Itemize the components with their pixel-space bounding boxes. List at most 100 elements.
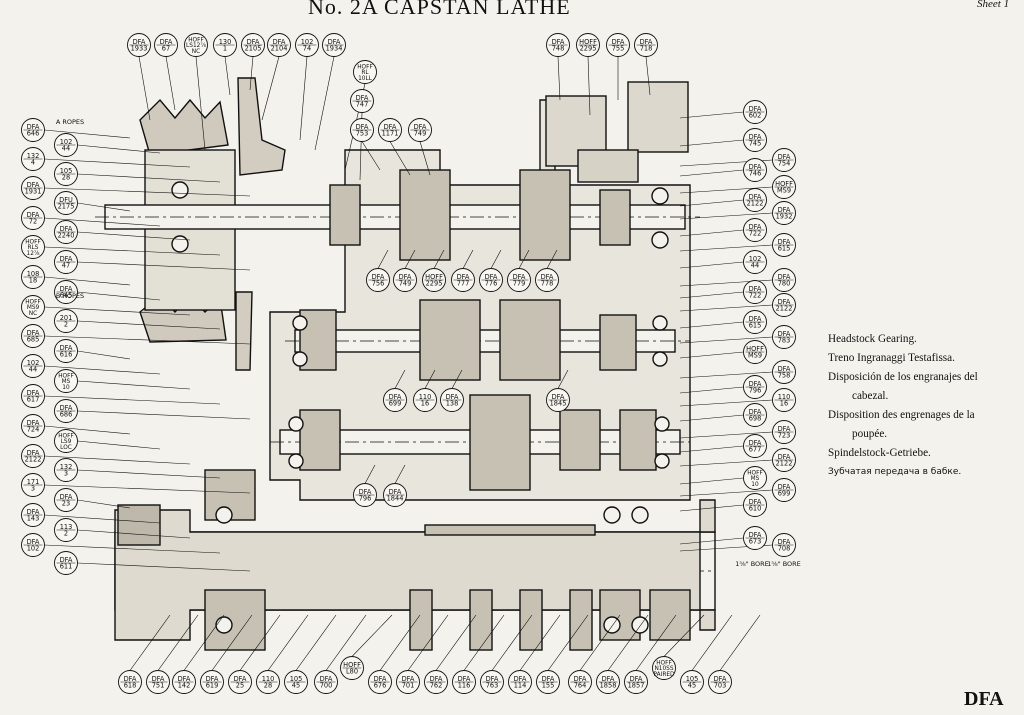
callout-text: 23	[62, 499, 70, 507]
callout-text: DFA	[485, 273, 498, 281]
leader-line	[44, 365, 161, 375]
callout-text: 617	[27, 395, 40, 403]
callout-text: 2122	[776, 304, 793, 312]
callout-text: 28	[264, 681, 272, 689]
callout-text: DFA	[124, 675, 137, 683]
callout-text: 700	[320, 681, 333, 689]
leader-line	[44, 276, 131, 286]
leader-line	[557, 369, 569, 389]
callout-text: RL	[361, 70, 369, 76]
callout-text: DFA	[542, 675, 555, 683]
callout-text: RLS	[28, 245, 39, 251]
leader-line	[77, 202, 131, 212]
leader-line	[379, 614, 421, 671]
leader-line	[261, 56, 280, 121]
callout-text: DFA	[60, 255, 73, 263]
leader-line	[679, 169, 744, 177]
leader-line	[679, 386, 744, 394]
leader-line	[679, 304, 773, 312]
callout-text: 2	[64, 529, 68, 537]
leader-line	[44, 246, 221, 256]
callout-text: 108	[27, 270, 40, 278]
leader-line	[679, 414, 744, 422]
callout-text: HOFF	[58, 374, 74, 380]
caption-french: Disposition des engrenages de la	[828, 409, 975, 421]
callout-text: 723	[778, 431, 791, 439]
callout-text: DFA	[328, 38, 341, 46]
callout-text: DFA	[749, 498, 762, 506]
leader-line	[463, 614, 505, 671]
callout-text: 132	[27, 152, 40, 160]
leader-line	[691, 614, 733, 671]
bore-label: 1⅝" BORE	[735, 560, 769, 568]
callout-text: DFA	[778, 365, 791, 373]
callout-text: DFA	[234, 675, 247, 683]
callout-text: DFA	[778, 538, 791, 546]
callout-text: DFA	[372, 273, 385, 281]
leader-line	[546, 249, 558, 269]
callout-text: DFA	[399, 273, 412, 281]
leader-line	[679, 489, 773, 497]
callout-text: 1858	[600, 681, 617, 689]
leader-line	[44, 158, 191, 168]
callout-text: 796	[359, 494, 372, 502]
leader-line	[490, 249, 502, 269]
callout-text: 72	[29, 217, 37, 225]
callout-text: DFA	[749, 285, 762, 293]
leader-line	[679, 186, 773, 194]
callout-text: DFA	[178, 675, 191, 683]
callout-text: 779	[513, 279, 526, 287]
callout-text: 746	[749, 169, 762, 177]
callout-text: HOFF	[425, 273, 443, 281]
leader-line	[77, 320, 221, 330]
callout-text: DFA	[749, 223, 762, 231]
callout-text: 138	[446, 399, 459, 407]
callout-text: 616	[60, 350, 73, 358]
callout-text: 1931	[25, 187, 42, 195]
caption-english: Headstock Gearing.	[828, 333, 917, 345]
leader-line	[679, 431, 773, 439]
callout-text: 611	[60, 562, 73, 570]
leader-line	[404, 249, 416, 269]
callout-text: DFA	[458, 675, 471, 683]
leader-line	[645, 56, 651, 96]
leader-line	[195, 56, 206, 151]
callout-text: 2295	[426, 279, 443, 287]
leader-line	[77, 291, 161, 301]
leader-line	[419, 141, 431, 176]
leader-line	[635, 614, 677, 671]
caption-french-cont: poupée.	[852, 428, 888, 440]
callout-text: MS9	[748, 351, 762, 359]
callout-text: DFA	[320, 675, 333, 683]
leader-line	[44, 455, 191, 465]
callout-text: DFA	[389, 488, 402, 496]
callout-text: DFA	[778, 298, 791, 306]
callout-text: 130	[219, 38, 232, 46]
leader-line	[389, 141, 411, 176]
leader-line	[491, 614, 533, 671]
callout-text: DFA	[778, 483, 791, 491]
